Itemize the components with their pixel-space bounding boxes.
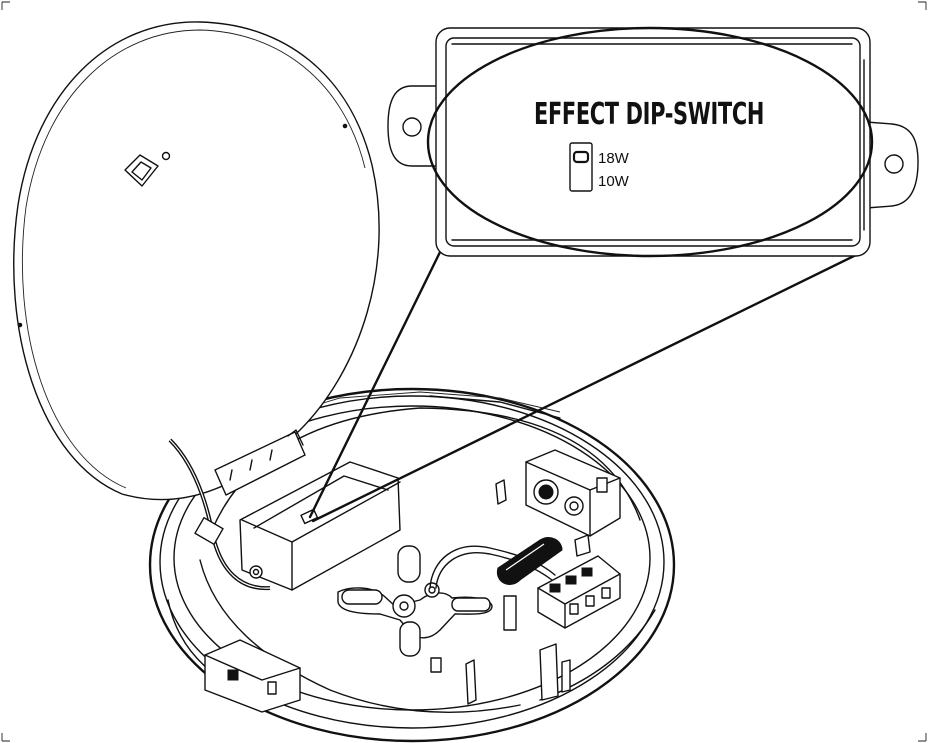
- hinge-clip: [214, 429, 306, 496]
- mounting-plate: [337, 545, 493, 657]
- driver-box: [239, 461, 401, 591]
- mounting-hole-icon: [402, 117, 422, 137]
- callout-panel: EFFECT DIP-SWITCH 18W 10W: [387, 26, 919, 258]
- cable: [168, 438, 271, 591]
- junction-box: [525, 449, 621, 537]
- dip-switch-icon[interactable]: [569, 142, 593, 192]
- callout-leaders: [308, 246, 860, 523]
- switch-option-10w: 10W: [598, 173, 630, 190]
- base-housing: [148, 387, 676, 743]
- diffuser-cover: [13, 21, 380, 501]
- mounting-hole-icon: [884, 154, 904, 174]
- cover-latch-icon: [124, 151, 171, 187]
- callout-title: EFFECT DIP-SWITCH: [534, 97, 764, 132]
- base-clips: [204, 479, 591, 713]
- cable-sleeve: [496, 537, 563, 585]
- terminal-block: [537, 555, 621, 629]
- switch-option-18w: 18W: [598, 150, 630, 167]
